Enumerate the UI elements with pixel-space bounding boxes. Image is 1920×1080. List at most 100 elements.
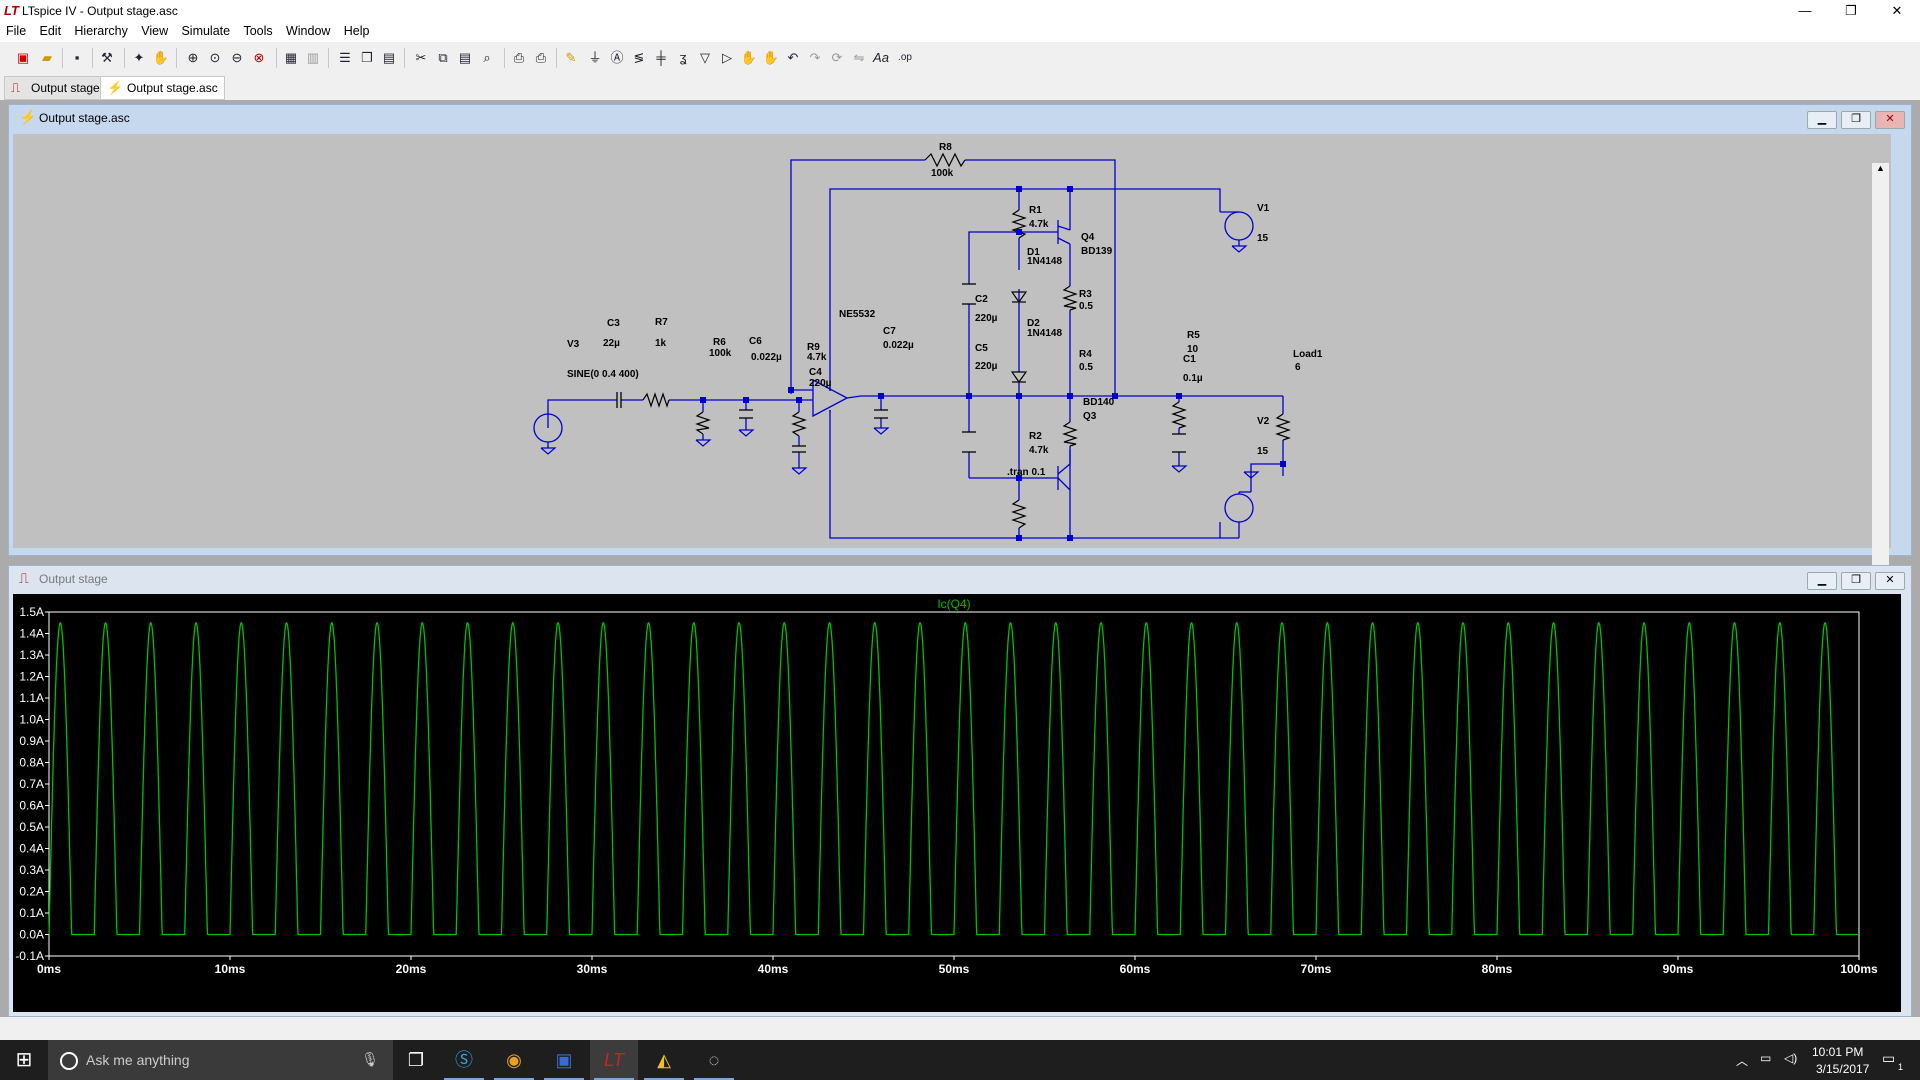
minimize-button[interactable]: —	[1798, 3, 1812, 18]
label-d2: D2	[1027, 318, 1040, 329]
run-icon[interactable]: ✦	[133, 50, 145, 65]
label-net-icon[interactable]: Ⓐ	[610, 50, 624, 65]
rotate-icon[interactable]: ⟳	[831, 50, 843, 65]
copy-icon[interactable]: ⧉	[438, 50, 448, 65]
tile-horizontal-icon[interactable]: ☰	[339, 50, 351, 65]
network-icon[interactable]: ▭	[1760, 1051, 1772, 1065]
schematic-canvas[interactable]: R8 100k R1 4.7k Q4 BD139 V1 15 D1 1N4148…	[13, 134, 1891, 577]
label-r6: R6	[713, 337, 726, 348]
print-icon[interactable]: ⎙	[513, 50, 525, 65]
cascade-icon[interactable]: ❐	[361, 50, 373, 65]
schematic-restore-button[interactable]: ❐	[1841, 111, 1871, 129]
tile-vertical-icon[interactable]: ▤	[382, 50, 396, 65]
task-view-icon[interactable]: ❐	[407, 1050, 425, 1070]
plot-frame	[48, 611, 1860, 957]
value-v1: 15	[1257, 233, 1269, 244]
redo-icon[interactable]: ↷	[809, 50, 821, 65]
value-c1: 0.1µ	[1183, 373, 1203, 384]
tab-label: Output stage.asc	[127, 81, 218, 95]
new-schematic-icon[interactable]: ▣	[16, 50, 30, 65]
maximize-button[interactable]: ❐	[1845, 3, 1857, 18]
open-icon[interactable]: ▰	[42, 50, 52, 65]
app-taskbar-icon[interactable]: ◭	[640, 1040, 688, 1080]
cortana-search-box[interactable]: Ask me anything 🎙	[48, 1040, 393, 1080]
scroll-up-icon[interactable]: ▲	[1876, 163, 1885, 173]
tab-output-stage-schematic[interactable]: ⚡ Output stage.asc	[100, 76, 225, 100]
diode-icon[interactable]: ▽	[700, 50, 710, 65]
close-button[interactable]: ✕	[1891, 3, 1903, 18]
zoom-in-icon[interactable]: ⊕	[187, 50, 199, 65]
menu-view[interactable]: View	[141, 24, 169, 38]
resistor-icon[interactable]: ≶	[633, 50, 645, 65]
schematic-window[interactable]: ⚡ Output stage.asc ▁ ❐ ✕	[8, 104, 1912, 577]
zoom-out-icon[interactable]: ⊖	[231, 50, 243, 65]
toolbar-separator	[328, 48, 329, 68]
schematic-icon: ⚡	[107, 80, 124, 95]
label-r5: R5	[1187, 330, 1200, 341]
save-icon[interactable]: ▪	[74, 50, 80, 65]
ic-q4-trace	[48, 621, 1859, 936]
menu-file[interactable]: File	[6, 24, 27, 38]
show-hidden-icons-icon[interactable]: ︿	[1736, 1054, 1749, 1068]
value-c5: 220µ	[975, 361, 998, 372]
waveform-close-button[interactable]: ✕	[1875, 572, 1905, 590]
find-icon[interactable]: ⌕	[483, 50, 491, 65]
notification-center-icon[interactable]: ▭	[1882, 1050, 1896, 1066]
value-r6: 100k	[709, 348, 732, 359]
label-c2: C2	[975, 294, 988, 305]
waveform-restore-button[interactable]: ❐	[1841, 572, 1871, 590]
autorange-icon[interactable]: ▦	[284, 50, 298, 65]
schematic-icon: ⚡	[19, 109, 37, 125]
print-preview-icon[interactable]: ⎙	[535, 50, 547, 65]
schematic-close-button[interactable]: ✕	[1875, 111, 1905, 129]
paste-icon[interactable]: ▤	[458, 50, 472, 65]
menu-tools[interactable]: Tools	[243, 24, 273, 38]
cut-icon[interactable]: ✂	[415, 50, 427, 65]
undo-icon[interactable]: ↶	[787, 50, 799, 65]
microphone-icon[interactable]: 🎙	[361, 1051, 379, 1067]
text-icon[interactable]: Aa	[873, 50, 889, 65]
ground-icon[interactable]: ⏚	[588, 50, 602, 65]
schematic-vertical-scrollbar[interactable]: ▲ ▼	[1872, 163, 1889, 577]
browser-taskbar-icon[interactable]: ◌	[690, 1040, 738, 1080]
inductor-icon[interactable]: ʓ	[679, 50, 687, 65]
menu-edit[interactable]: Edit	[39, 24, 62, 38]
grid-icon[interactable]: ▥	[306, 50, 320, 65]
menu-hierarchy[interactable]: Hierarchy	[74, 24, 128, 38]
zoom-fit-icon[interactable]: ⊗	[253, 50, 265, 65]
toolbar-separator	[62, 48, 63, 68]
skype-icon[interactable]: Ⓢ	[440, 1040, 488, 1080]
ltspice-taskbar-icon[interactable]: LT	[590, 1040, 638, 1080]
ic-q4-chart[interactable]: 1.5A1.4A1.3A1.2A1.1A1.0A0.9A0.8A0.7A0.6A…	[13, 594, 1901, 1012]
menu-help[interactable]: Help	[343, 24, 370, 38]
windows-start-icon[interactable]: ⊞	[15, 1049, 33, 1071]
spice-directive-icon[interactable]: .op	[898, 52, 912, 63]
mirror-icon[interactable]: ⇋	[853, 50, 865, 65]
schematic-minimize-button[interactable]: ▁	[1807, 111, 1837, 129]
label-load1: Load1	[1293, 349, 1323, 360]
waveform-window-titlebar[interactable]: ⎍ Output stage ▁ ❐ ✕	[9, 566, 1911, 592]
menu-window[interactable]: Window	[285, 24, 331, 38]
zoom-pan-icon[interactable]: ⊙	[209, 50, 221, 65]
value-q4: BD139	[1081, 246, 1113, 257]
menu-simulate[interactable]: Simulate	[181, 24, 231, 38]
schematic-drawing[interactable]: R8 100k R1 4.7k Q4 BD139 V1 15 D1 1N4148…	[13, 134, 1891, 548]
tab-output-stage-plot[interactable]: ⎍ Output stage	[4, 76, 107, 100]
waveform-minimize-button[interactable]: ▁	[1807, 572, 1837, 590]
drag-icon[interactable]: ✋	[762, 50, 780, 65]
toolbar: ▣ ▰ ▪ ⚒ ✦ ✋ ⊕ ⊙ ⊖ ⊗ ▦ ▥ ☰ ❐ ▤ ✂ ⧉ ▤ ⌕ ⎙ …	[0, 42, 1920, 75]
control-panel-icon[interactable]: ⚒	[101, 50, 113, 65]
schematic-window-titlebar[interactable]: ⚡ Output stage.asc ▁ ❐ ✕	[9, 105, 1911, 131]
chrome-icon[interactable]: ◉	[490, 1040, 538, 1080]
component-icon[interactable]: ▷	[722, 50, 732, 65]
clock-time[interactable]: 10:01 PM	[1812, 1045, 1864, 1059]
halt-icon[interactable]: ✋	[152, 50, 170, 65]
volume-icon[interactable]: ◁)	[1784, 1051, 1798, 1065]
clock-date[interactable]: 3/15/2017	[1816, 1062, 1870, 1076]
lightroom-icon[interactable]: ▣	[540, 1040, 588, 1080]
capacitor-icon[interactable]: ╪	[656, 50, 666, 65]
wire-icon[interactable]: ✎	[565, 50, 577, 65]
move-icon[interactable]: ✋	[740, 50, 758, 65]
